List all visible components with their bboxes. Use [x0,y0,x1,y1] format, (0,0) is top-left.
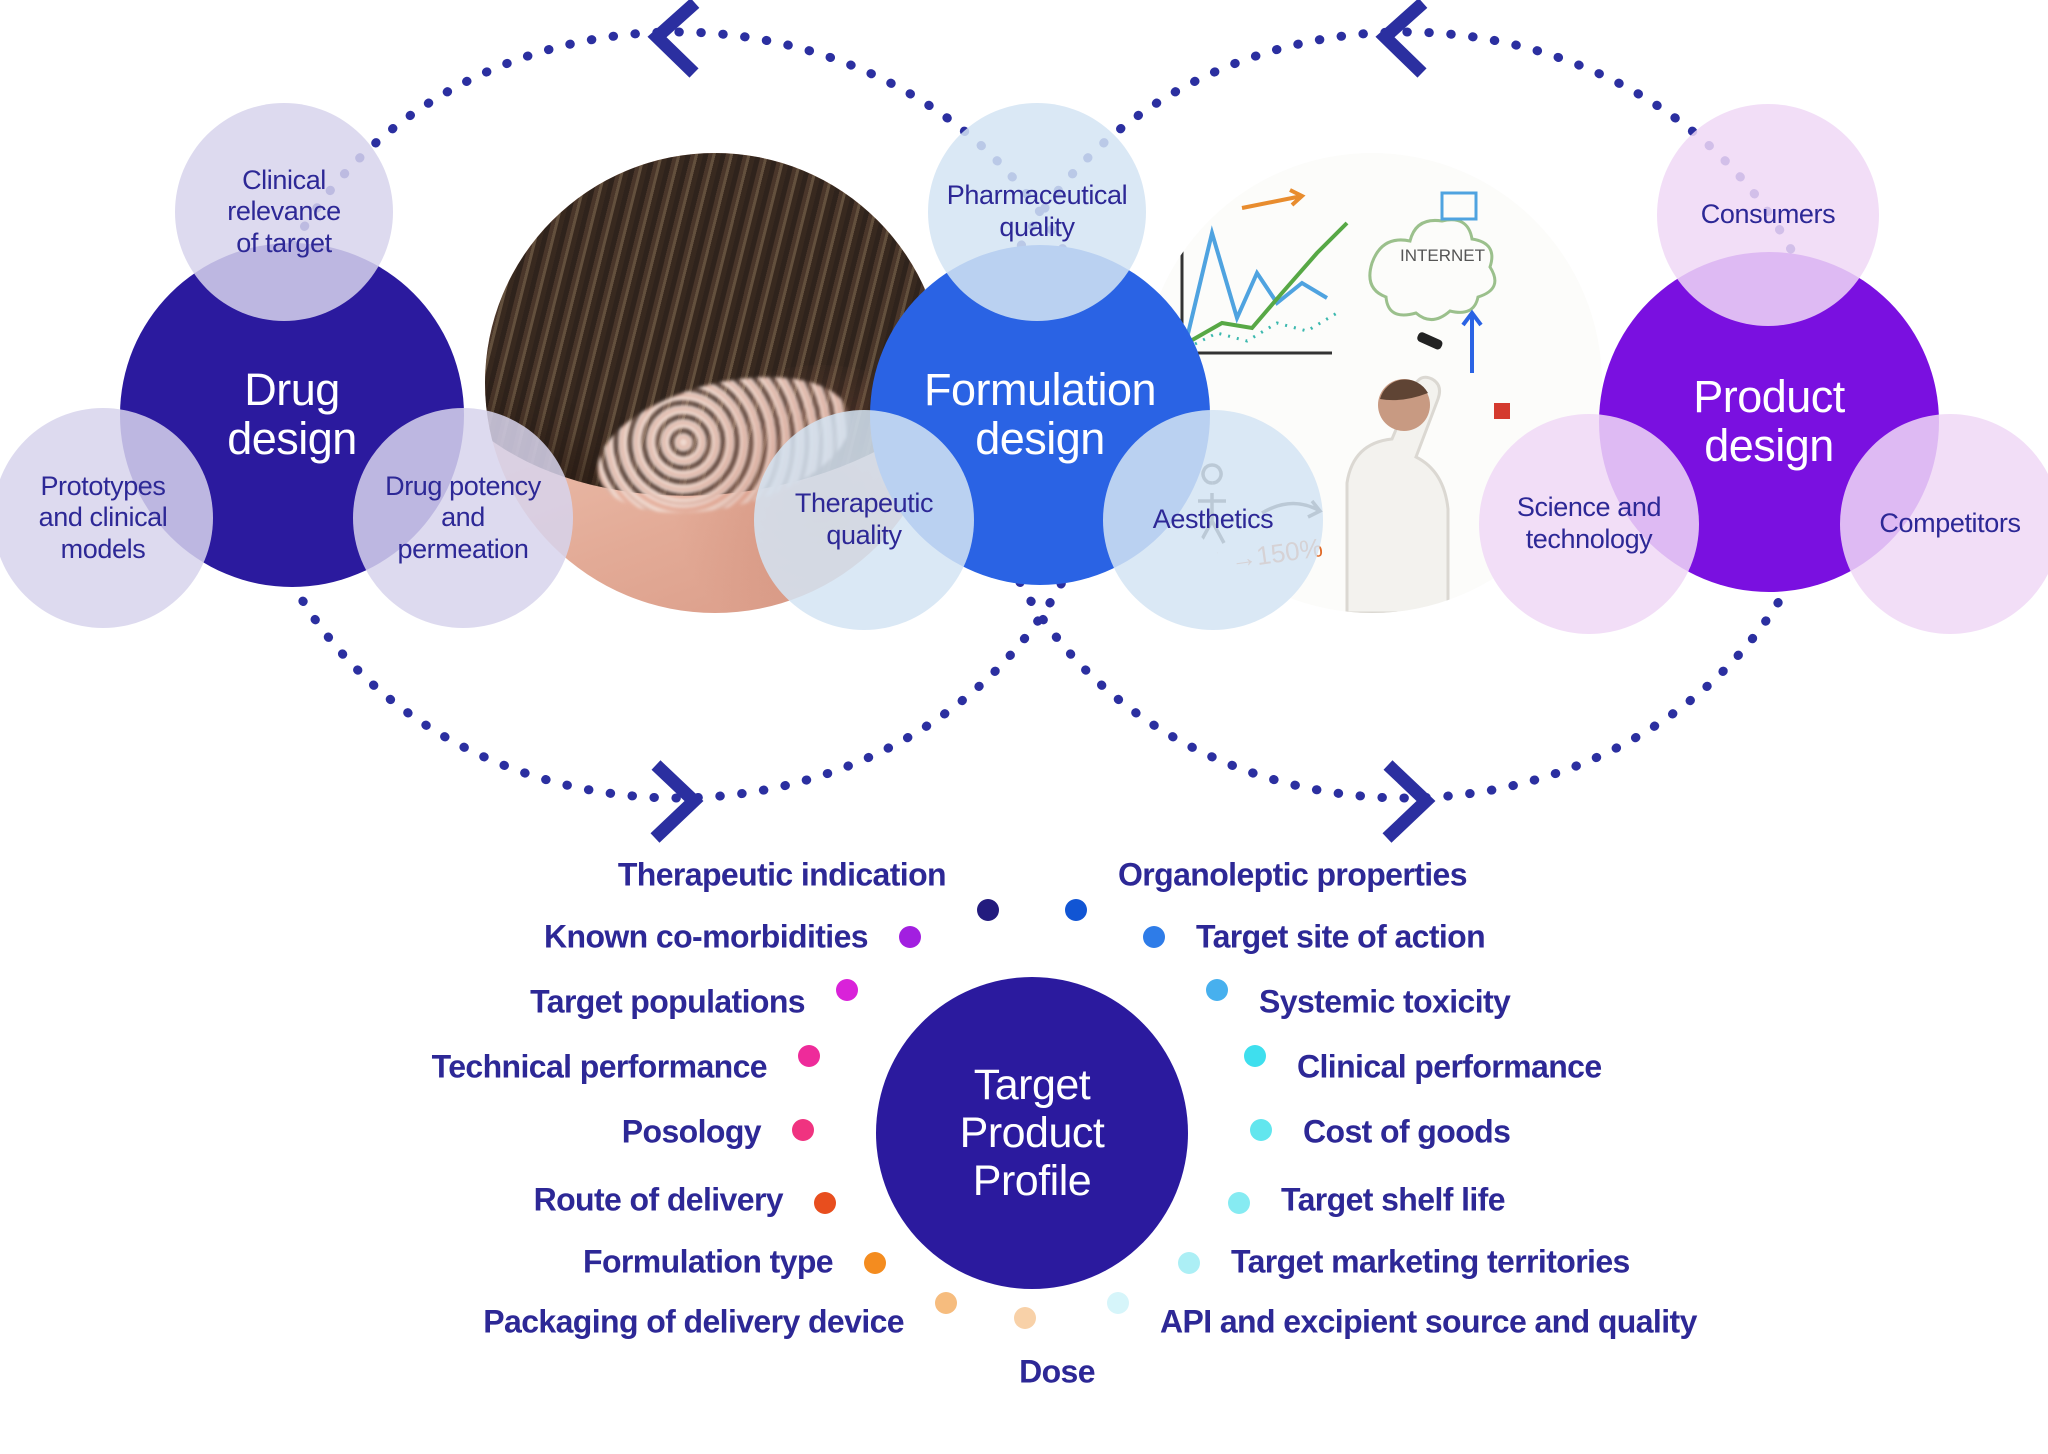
technical-performance-label: Technical performance [431,1048,768,1085]
organoleptic-properties-label: Organoleptic properties [1118,856,1468,893]
prototypes-and-clinical-models-label: Prototypes and clinical models [38,470,168,564]
drug-potency-and-permeation-circle: Drug potency and permeation [353,408,573,628]
target-site-of-action-dot [1143,926,1165,948]
consumers-circle: Consumers [1657,104,1879,326]
marker-pen [1417,332,1443,350]
api-and-excipient-source-and-quality-label: API and excipient source and quality [1160,1303,1697,1340]
pharmaceutical-quality-label: Pharmaceutical quality [946,180,1128,242]
aesthetics-label: Aesthetics [1152,504,1274,535]
posology-label: Posology [621,1113,762,1150]
cost-of-goods-label: Cost of goods [1303,1113,1511,1150]
known-co-morbidities-dot [899,926,921,948]
internet-cloud [1368,218,1497,321]
consumers-label: Consumers [1700,199,1836,230]
dotted-line-series [1186,311,1338,350]
therapeutic-indication-label: Therapeutic indication [617,856,947,893]
technical-performance-dot [798,1045,820,1067]
arrow-left-icon [647,0,700,78]
clinical-performance-dot [1244,1045,1266,1067]
dose-label: Dose [1019,1353,1095,1390]
target-marketing-territories-label: Target marketing territories [1231,1243,1630,1280]
blue-arrow [1461,309,1483,373]
drug-design-title: Drug design [227,364,357,464]
target-populations-dot [836,979,858,1001]
blue-line-series [1185,225,1329,339]
route-of-delivery-label: Route of delivery [533,1181,784,1218]
packaging-of-delivery-device-dot [935,1292,957,1314]
clinical-performance-label: Clinical performance [1297,1048,1602,1085]
systemic-toxicity-label: Systemic toxicity [1259,983,1511,1020]
aesthetics-circle: Aesthetics [1103,410,1323,630]
target-marketing-territories-dot [1178,1252,1200,1274]
competitors-circle: Competitors [1840,414,2048,634]
whiteboard-sketches: INTERNET % →150% [1180,188,1510,613]
target-shelf-life-label: Target shelf life [1281,1181,1506,1218]
formulation-design-title: Formulation design [923,364,1157,464]
prototypes-and-clinical-models-circle: Prototypes and clinical models [0,408,213,628]
route-of-delivery-dot [814,1192,836,1214]
api-and-excipient-source-and-quality-dot [1107,1292,1129,1314]
target-shelf-life-dot [1228,1192,1250,1214]
internet-label: INTERNET [1400,246,1485,265]
target-populations-label: Target populations [530,983,805,1020]
arrow-right-icon [1382,760,1436,843]
clinical-relevance-of-target-circle: Clinical relevance of target [175,103,393,321]
formulation-type-label: Formulation type [583,1243,834,1280]
known-co-morbidities-label: Known co-morbidities [543,918,869,955]
man-shirt [1345,375,1450,613]
man-hair [1380,379,1428,401]
therapeutic-quality-circle: Therapeutic quality [754,410,974,630]
therapeutic-indication-dot [977,899,999,921]
science-and-technology-label: Science and technology [1516,492,1662,554]
clinical-relevance-of-target-label: Clinical relevance of target [227,164,341,258]
pharmaceutical-quality-circle: Pharmaceutical quality [928,103,1146,321]
systemic-toxicity-dot [1206,979,1228,1001]
posology-dot [792,1119,814,1141]
orange-arrow [1241,188,1306,210]
target-product-profile-title: Target Product Profile [959,1060,1105,1206]
science-and-technology-circle: Science and technology [1479,414,1699,634]
green-line-series [1186,221,1349,345]
cost-of-goods-dot [1250,1119,1272,1141]
drug-potency-and-permeation-label: Drug potency and permeation [385,470,541,564]
formulation-type-dot [864,1252,886,1274]
packaging-of-delivery-device-label: Packaging of delivery device [483,1303,904,1340]
red-marker-square [1494,403,1510,419]
screen-doodle [1440,191,1478,221]
organoleptic-properties-dot [1065,899,1087,921]
arrow-right-icon [650,760,704,843]
therapeutic-quality-label: Therapeutic quality [794,488,934,550]
arrow-left-icon [1375,0,1428,78]
target-product-profile-circle: Target Product Profile [876,977,1188,1289]
product-design-title: Product design [1693,371,1845,471]
dose-dot [1014,1307,1036,1329]
competitors-label: Competitors [1879,508,2021,539]
target-site-of-action-label: Target site of action [1196,918,1486,955]
